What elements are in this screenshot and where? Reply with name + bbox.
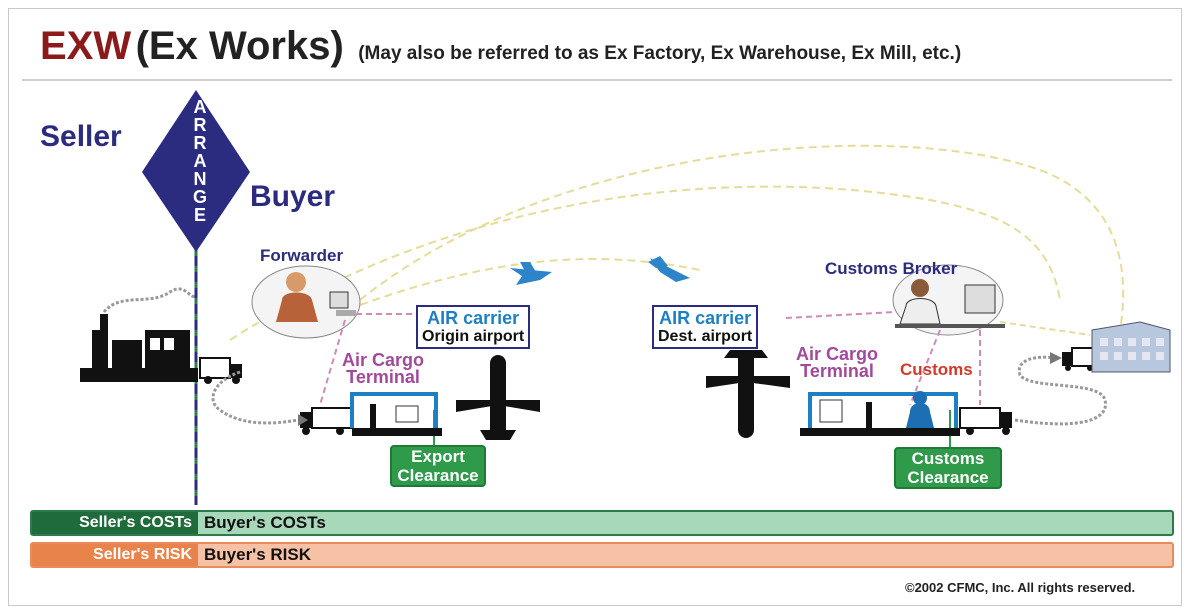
origin-terminal-line2: Terminal [346,367,420,387]
title-name: (Ex Works) [135,24,344,68]
export-clearance-box: Export Clearance [390,445,486,487]
customs-clearance-line1: Customs [911,449,985,468]
seller-label: Seller [40,120,122,153]
customs-clearance-box: Customs Clearance [894,447,1002,489]
costs-bar: Seller's COSTs Buyer's COSTs [30,510,1174,536]
factory-icon [80,287,198,382]
dest-carrier-title: AIR carrier [659,308,752,328]
customs-broker-label: Customs Broker [825,259,958,278]
arrange-letter: E [193,205,206,225]
route-terminal-to-warehouse [1014,355,1107,426]
risk-bar: Seller's RISK Buyer's RISK [30,542,1174,568]
origin-terminal-line1: Air Cargo [342,350,425,370]
broker-person-icon [895,279,1005,328]
diagram-frame [8,8,1182,606]
dest-carrier-subtitle: Dest. airport [658,328,753,345]
origin-terminal-label: Air Cargo Terminal [342,350,425,387]
customs-label: Customs [900,360,973,379]
title-subtitle: (May also be referred to as Ex Factory, … [358,43,962,64]
dest-terminal-line2: Terminal [800,361,874,381]
arrange-letter: A [193,97,207,117]
flight-path-upper [359,144,1125,331]
arrange-letter: N [193,169,207,189]
flight-path-lower [229,185,1061,341]
arrange-letter: R [193,115,207,135]
origin-carrier-box: AIR carrier Origin airport [416,305,531,349]
plane-dest-icon [706,350,790,438]
arrange-letter: R [193,133,207,153]
buyer-risk-label: Buyer's RISK [204,545,312,564]
truck-delivery-icon [1062,347,1097,371]
seller-costs-label: Seller's COSTs [32,512,198,534]
dest-carrier-box: AIR carrier Dest. airport [652,305,759,349]
dest-terminal-label: Air Cargo Terminal [796,344,879,381]
plane-origin-icon [456,355,540,440]
buyer-costs-label: Buyer's COSTs [204,513,326,532]
seller-risk-label: Seller's RISK [32,544,198,566]
buyer-label: Buyer [250,180,336,213]
connector-broker-carrier [785,311,896,319]
customs-clearance-line2: Clearance [907,468,989,487]
plane-inflight-2-icon [648,256,690,282]
origin-carrier-subtitle: Origin airport [422,328,525,345]
origin-carrier-title: AIR carrier [427,308,520,328]
route-factory-to-terminal [211,370,299,425]
forwarder-person-icon [276,272,356,322]
warehouse-icon [1091,321,1171,373]
export-clearance-line2: Clearance [397,466,479,485]
truck-terminal-dest-icon [959,407,1012,435]
truck-origin-icon [199,357,242,384]
connector-broker-warehouse [999,321,1091,336]
forwarder-label: Forwarder [260,246,344,265]
export-clearance-line1: Export [411,447,465,466]
dest-terminal-line1: Air Cargo [796,344,879,364]
copyright-text: ©2002 CFMC, Inc. All rights reserved. [905,580,1136,595]
connector-forwarder-terminal [319,319,346,406]
title-code: EXW [40,24,132,68]
arrange-diamond [142,90,250,252]
title-divider [22,79,1172,81]
arrange-letter: A [193,151,207,171]
plane-inflight-1-icon [510,262,552,285]
terminal-dest-icon [800,391,960,436]
arrange-letter: G [192,187,207,207]
terminal-origin-icon [350,392,442,436]
connector-broker-terminal [909,329,941,406]
truck-terminal-origin-icon [300,407,353,435]
page-title: EXW (Ex Works) (May also be referred to … [40,24,961,69]
arrange-label: A R R A N G E [188,98,212,224]
